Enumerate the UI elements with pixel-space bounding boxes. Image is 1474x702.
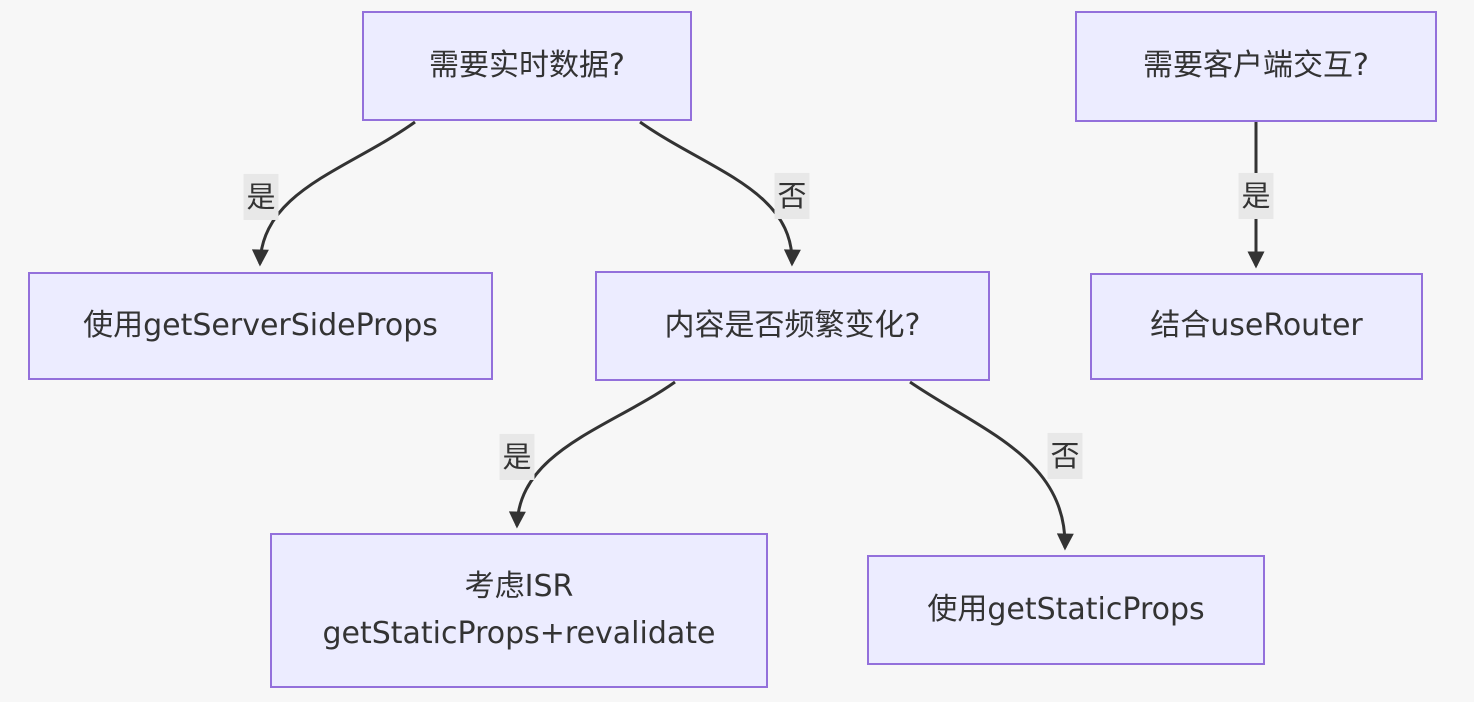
node-label: 需要实时数据? — [429, 47, 625, 83]
node-label-line2: getStaticProps+revalidate — [322, 615, 716, 651]
node-label: 使用getServerSideProps — [83, 307, 438, 343]
edge-realtime-no — [639, 120, 801, 267]
edge-frequent-no — [909, 380, 1074, 551]
edge-label-frequent-yes: 是 — [499, 433, 535, 481]
node-label: 结合useRouter — [1150, 308, 1363, 344]
node-label: 内容是否频繁变化? — [664, 307, 921, 343]
edge-label-realtime-no: 否 — [774, 172, 810, 220]
node-need-client-interaction[interactable]: 需要客户端交互? — [1075, 11, 1437, 122]
node-use-getstaticprops[interactable]: 使用getStaticProps — [867, 555, 1265, 665]
edge-realtime-yes — [251, 120, 416, 267]
node-need-realtime-data[interactable]: 需要实时数据? — [362, 11, 692, 121]
edge-label-realtime-yes: 是 — [243, 173, 279, 221]
node-consider-isr[interactable]: 考虑ISR getStaticProps+revalidate — [270, 533, 768, 688]
node-label: 需要客户端交互? — [1143, 48, 1369, 84]
node-combine-userouter[interactable]: 结合useRouter — [1090, 273, 1423, 380]
node-label: 使用getStaticProps — [927, 591, 1205, 627]
edge-frequent-yes — [508, 380, 676, 529]
node-label-line1: 考虑ISR — [464, 569, 574, 604]
node-use-getserversideprops[interactable]: 使用getServerSideProps — [28, 272, 493, 380]
edge-label-frequent-no: 否 — [1047, 432, 1083, 480]
edge-label-client-yes: 是 — [1238, 172, 1274, 220]
node-content-changes-frequently[interactable]: 内容是否频繁变化? — [595, 271, 990, 381]
